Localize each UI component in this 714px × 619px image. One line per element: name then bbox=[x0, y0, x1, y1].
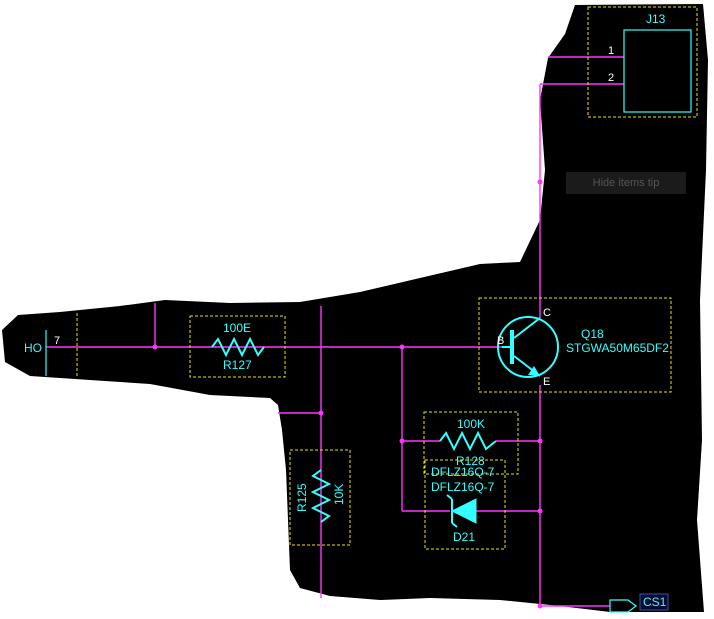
q18-body bbox=[497, 316, 559, 378]
d21-ref: D21 bbox=[453, 530, 475, 544]
d21-outline bbox=[424, 459, 506, 550]
q18-ref: Q18 bbox=[581, 327, 604, 341]
hover-tooltip: Hide items tip bbox=[566, 172, 686, 194]
r128-ref: R128 bbox=[456, 454, 485, 468]
j13-pin-1: 1 bbox=[608, 45, 614, 57]
j13-outline bbox=[587, 6, 698, 118]
q18-pin-b: B bbox=[497, 335, 504, 347]
q18-collector-lead bbox=[513, 317, 541, 339]
r127-ref: R127 bbox=[223, 358, 252, 372]
resistor-r125[interactable]: R125 10K bbox=[289, 449, 351, 546]
q18-emitter-arrow bbox=[528, 366, 540, 376]
diode-d21[interactable]: DFLZ16Q-7 DFLZ16Q-7 D21 bbox=[424, 459, 506, 550]
d21-value-2: DFLZ16Q-7 bbox=[431, 480, 495, 494]
junction-dot bbox=[537, 179, 543, 185]
q18-value: STGWA50M65DF2 bbox=[566, 341, 669, 355]
transistor-q18[interactable]: B C E Q18 STGWA50M65DF2 bbox=[478, 297, 672, 393]
d21-value-1: DFLZ16Q-7 bbox=[431, 465, 495, 479]
r125-outline bbox=[289, 449, 351, 546]
cs1-label: CS1 bbox=[643, 595, 667, 609]
cs1-label-box bbox=[639, 593, 669, 611]
r128-outline bbox=[423, 411, 519, 475]
port-cs1[interactable]: CS1 bbox=[609, 593, 669, 613]
j13-ref: J13 bbox=[646, 12, 666, 26]
r128-zigzag bbox=[439, 430, 497, 452]
junctions bbox=[152, 179, 543, 609]
r125-ref: R125 bbox=[295, 483, 309, 512]
port-ho-pin: 7 bbox=[54, 335, 60, 347]
port-ho-label: HO bbox=[24, 341, 42, 355]
junction-dot bbox=[318, 410, 324, 416]
d21-zener-tip-top bbox=[446, 494, 453, 500]
r127-outline bbox=[189, 315, 286, 378]
junction-dot bbox=[537, 508, 543, 514]
r128-value: 100K bbox=[457, 417, 485, 431]
wires bbox=[46, 56, 624, 607]
r125-zigzag bbox=[310, 469, 332, 523]
d21-triangle bbox=[450, 498, 477, 524]
r127-value: 100E bbox=[223, 321, 251, 335]
junction-dot bbox=[399, 438, 405, 444]
cs1-arrow bbox=[609, 599, 637, 613]
junction-dot bbox=[152, 344, 158, 350]
junction-dot bbox=[399, 344, 405, 350]
connector-j13[interactable]: J13 1 2 bbox=[587, 6, 698, 118]
j13-body bbox=[623, 29, 692, 113]
q18-pin-c: C bbox=[543, 307, 551, 319]
r125-value: 10K bbox=[332, 484, 346, 505]
r127-zigzag bbox=[211, 336, 265, 358]
j13-pin-2: 2 bbox=[608, 72, 614, 84]
junction-dot bbox=[537, 438, 543, 444]
schematic-region bbox=[2, 4, 708, 612]
resistor-r128[interactable]: 100K R128 bbox=[423, 411, 519, 475]
resistor-r127[interactable]: 100E R127 bbox=[189, 315, 286, 378]
d21-zener-tip-bottom bbox=[451, 522, 458, 528]
junction-dot bbox=[537, 603, 543, 609]
port-ho[interactable]: HO 7 bbox=[24, 313, 78, 377]
q18-outline bbox=[478, 297, 672, 393]
q18-pin-e: E bbox=[543, 376, 550, 388]
